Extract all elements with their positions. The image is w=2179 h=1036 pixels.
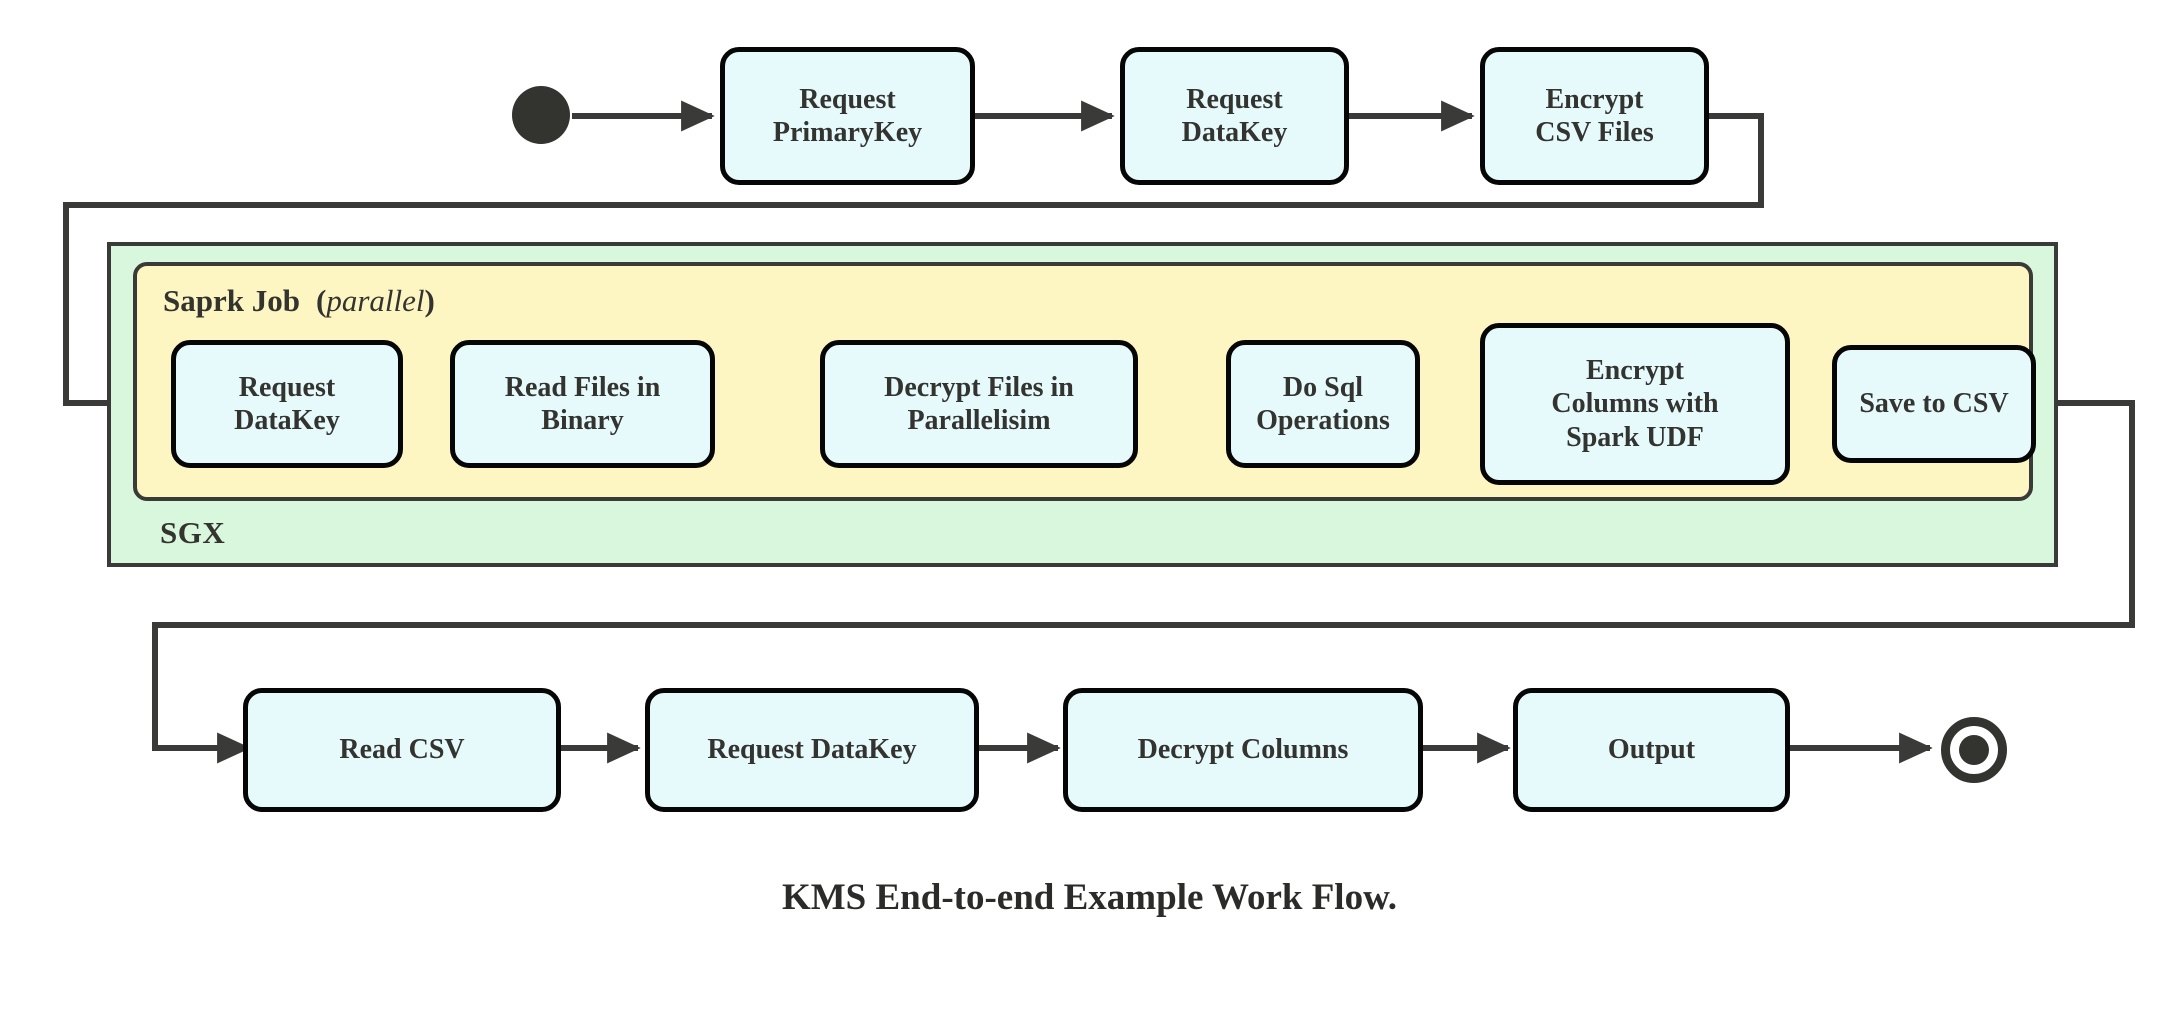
- node-label-line: Columns with: [1551, 388, 1719, 420]
- node-encrypt-columns-with-spark-udf[interactable]: Encrypt Columns with Spark UDF: [1480, 323, 1790, 485]
- node-request-datakey-spark[interactable]: Request DataKey: [171, 340, 403, 468]
- node-label-line: Request: [799, 83, 896, 115]
- node-label-line: Read CSV: [339, 734, 465, 766]
- spark-job-label-paren-open: (: [315, 283, 327, 318]
- node-request-primarykey[interactable]: Request PrimaryKey: [720, 47, 975, 185]
- spark-job-label-paren-close: ): [424, 283, 435, 318]
- start-state-node: [512, 86, 570, 144]
- node-label-line: Request: [1186, 83, 1283, 115]
- node-do-sql-operations[interactable]: Do Sql Operations: [1226, 340, 1420, 468]
- node-request-datakey-bottom[interactable]: Request DataKey: [645, 688, 979, 812]
- node-decrypt-columns[interactable]: Decrypt Columns: [1063, 688, 1423, 812]
- node-label-line: Spark UDF: [1566, 421, 1704, 453]
- node-label-line: Do Sql: [1282, 371, 1364, 403]
- node-label-line: Binary: [541, 405, 624, 436]
- spark-job-label-italic: parallel: [326, 283, 425, 318]
- node-decrypt-files-in-parallelisim[interactable]: Decrypt Files in Parallelisim: [820, 340, 1138, 468]
- node-read-csv[interactable]: Read CSV: [243, 688, 561, 812]
- node-read-files-in-binary[interactable]: Read Files in Binary: [450, 340, 715, 468]
- node-output[interactable]: Output: [1513, 688, 1790, 812]
- node-label-line: Read Files in: [504, 371, 661, 403]
- node-label-line: Decrypt Files in: [884, 371, 1074, 403]
- node-label-line: CSV Files: [1535, 117, 1654, 148]
- node-label-line: Parallelisim: [907, 405, 1051, 436]
- node-save-to-csv[interactable]: Save to CSV: [1832, 345, 2036, 463]
- node-label-line: Output: [1607, 734, 1696, 766]
- spark-job-label-main: Saprk Job: [163, 283, 300, 318]
- node-label-line: DataKey: [234, 405, 340, 436]
- node-label-line: PrimaryKey: [772, 117, 923, 148]
- sgx-container-label: SGX: [160, 515, 226, 550]
- final-state-node: [1941, 717, 2007, 783]
- node-request-datakey-top[interactable]: Request DataKey: [1120, 47, 1349, 185]
- node-encrypt-csv-files[interactable]: Encrypt CSV Files: [1480, 47, 1709, 185]
- node-label-line: Save to CSV: [1859, 388, 2009, 420]
- spark-job-container-label: Saprk Job (parallel): [163, 283, 435, 319]
- node-label-line: Encrypt: [1545, 83, 1644, 115]
- diagram-caption: KMS End-to-end Example Work Flow.: [781, 877, 1398, 918]
- node-label-line: Request: [238, 371, 336, 403]
- node-label-line: DataKey: [1181, 117, 1288, 148]
- node-label-line: Decrypt Columns: [1137, 734, 1349, 766]
- node-label-line: Operations: [1256, 405, 1390, 436]
- node-label-line: Request DataKey: [707, 734, 917, 766]
- node-label-line: Encrypt: [1585, 355, 1684, 387]
